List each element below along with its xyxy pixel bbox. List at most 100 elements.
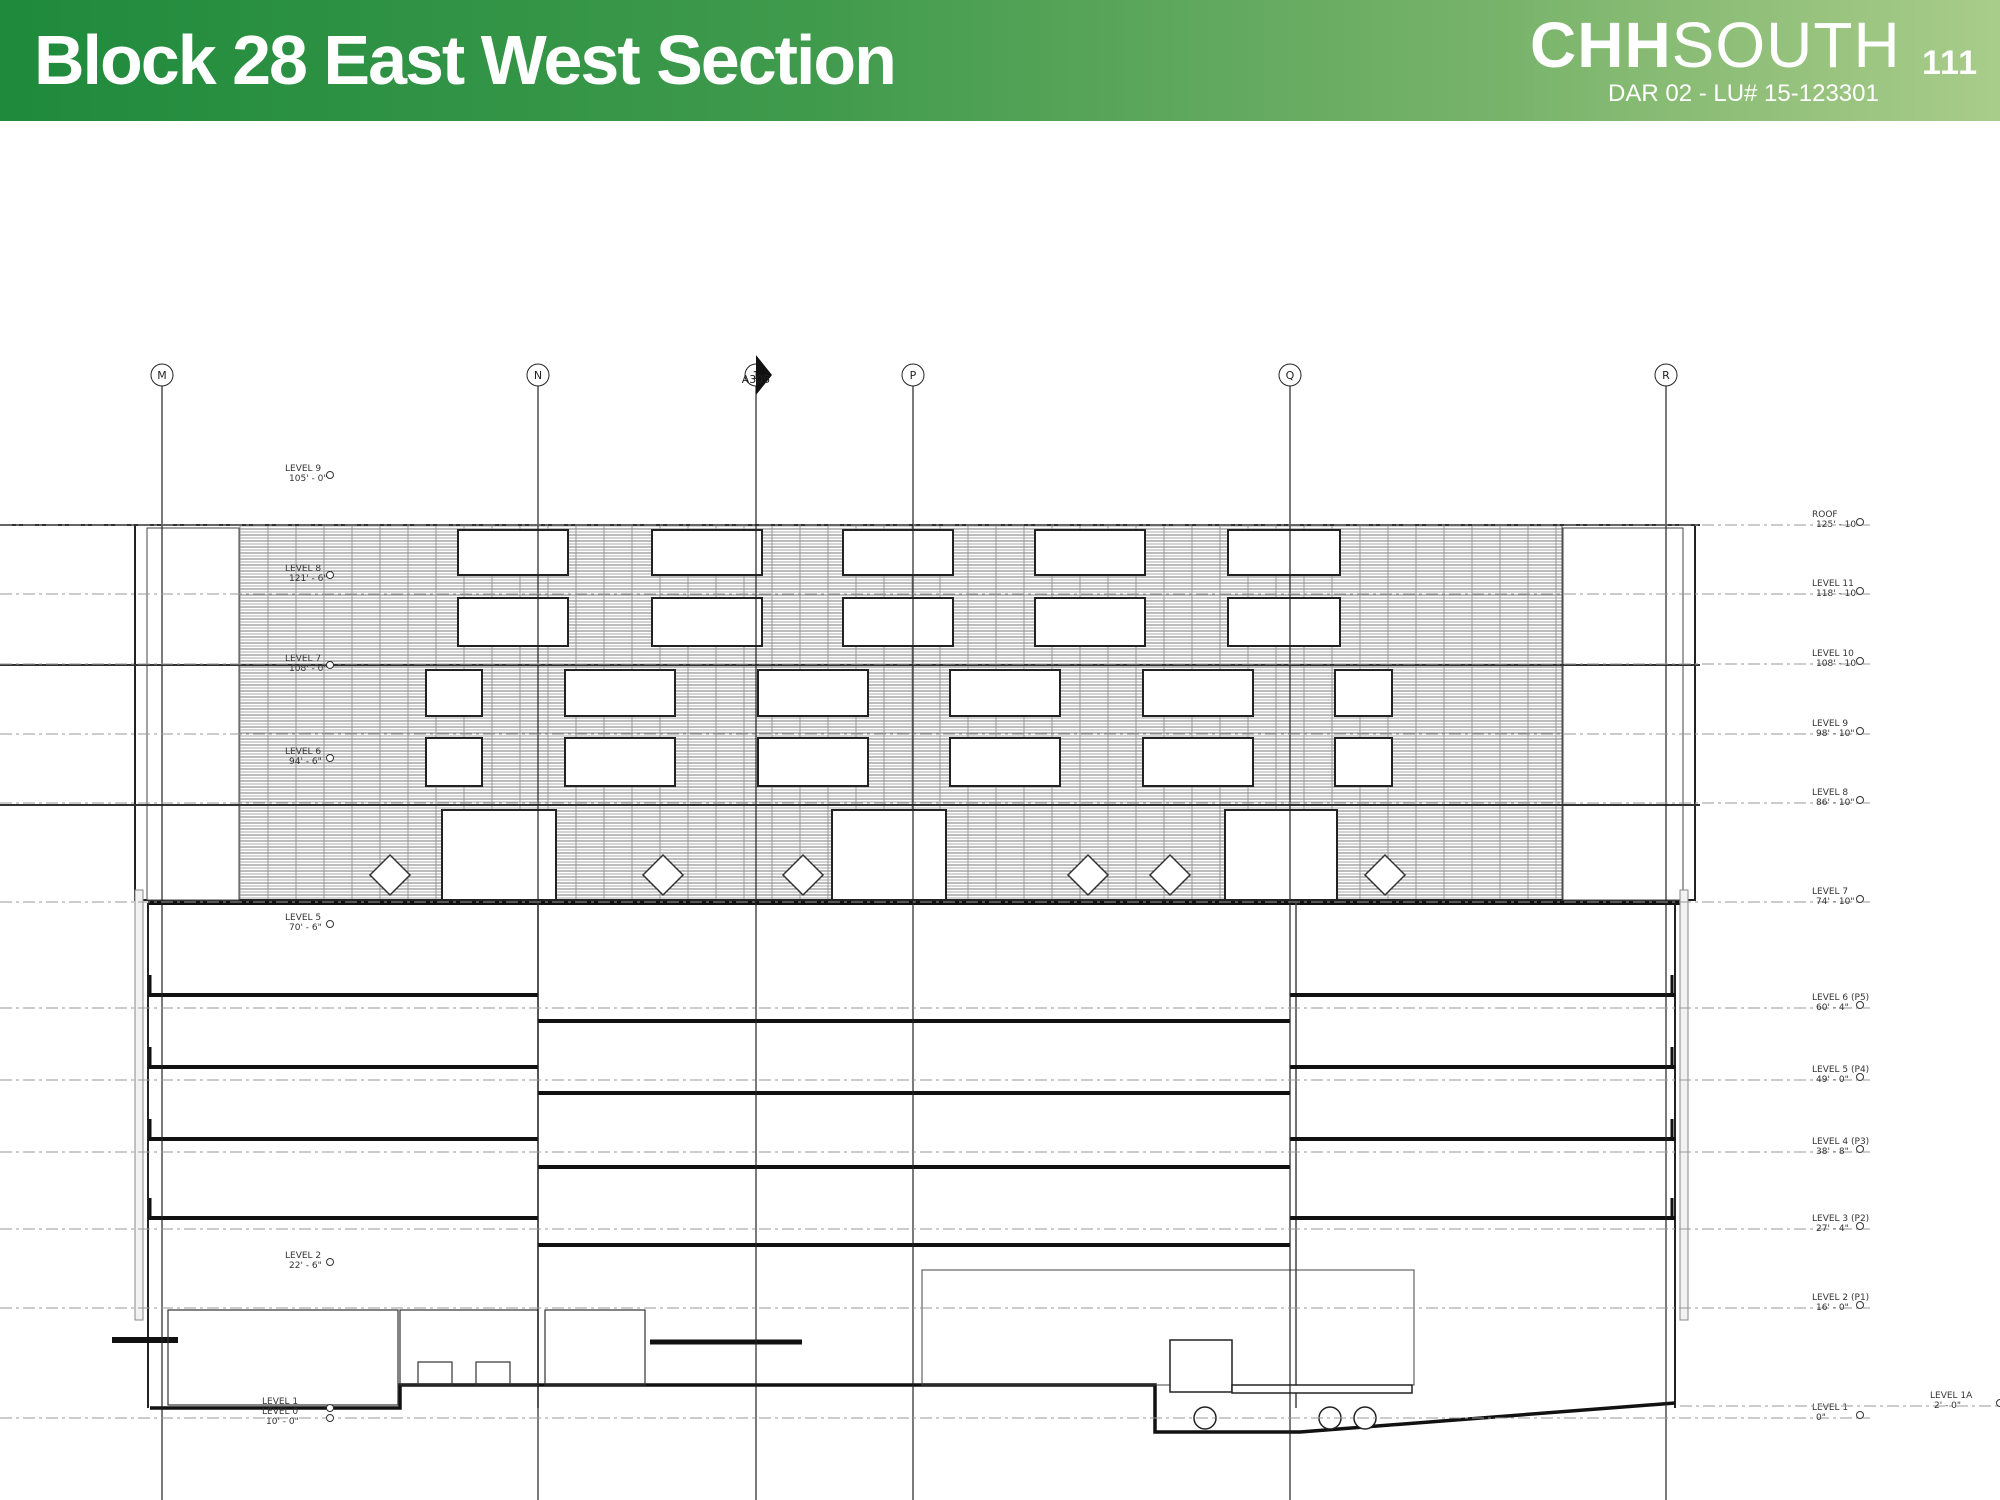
level-name: LEVEL 7 bbox=[1812, 887, 1848, 897]
level-elevation: 49' - 0" bbox=[1816, 1075, 1849, 1085]
window bbox=[842, 597, 954, 647]
level-target bbox=[1856, 1001, 1864, 1009]
level-target bbox=[1856, 796, 1864, 804]
level-target bbox=[1996, 1399, 2000, 1407]
level-name: LEVEL 0 bbox=[262, 1407, 298, 1417]
podium-side-panel bbox=[1679, 889, 1689, 1321]
window bbox=[842, 529, 954, 576]
page-number: 111 bbox=[1922, 44, 1978, 82]
window bbox=[564, 669, 676, 717]
facade-end-right bbox=[1562, 527, 1684, 901]
level-target bbox=[1856, 1073, 1864, 1081]
level-elevation: 121' - 6" bbox=[289, 574, 328, 584]
brand-bold: CHH bbox=[1530, 9, 1672, 81]
level-target bbox=[326, 920, 334, 928]
level-target bbox=[326, 661, 334, 669]
gridline-bubble bbox=[1654, 363, 1678, 387]
brand-light: SOUTH bbox=[1671, 9, 1901, 81]
gridlines: MN1PQRA305 bbox=[150, 355, 1678, 1500]
window bbox=[564, 737, 676, 787]
gridline-bubble bbox=[150, 363, 174, 387]
opening bbox=[1224, 809, 1338, 901]
facade-end-left bbox=[146, 527, 240, 901]
ground-room bbox=[544, 1309, 646, 1386]
level-elevation: 60' - 4" bbox=[1816, 1003, 1849, 1013]
diamond-symbol bbox=[1066, 853, 1110, 897]
level-name: ROOF bbox=[1812, 510, 1838, 520]
level-name: LEVEL 2 bbox=[285, 1251, 321, 1261]
level-name: LEVEL 6 bbox=[285, 747, 321, 757]
diamond-symbol bbox=[368, 853, 412, 897]
window bbox=[1227, 529, 1341, 576]
level-elevation: 125' - 10" bbox=[1816, 520, 1860, 530]
gridline-label: M bbox=[157, 369, 167, 382]
level-target bbox=[1856, 895, 1864, 903]
gridline-bubble bbox=[1278, 363, 1302, 387]
level-name: LEVEL 6 (P5) bbox=[1812, 993, 1869, 1003]
gridline-bubble bbox=[901, 363, 925, 387]
level-target bbox=[326, 754, 334, 762]
level-elevation: 70' - 6" bbox=[289, 923, 322, 933]
level-name: LEVEL 4 (P3) bbox=[1812, 1137, 1869, 1147]
level-target bbox=[326, 571, 334, 579]
window bbox=[1334, 737, 1393, 787]
level-target bbox=[326, 1414, 334, 1422]
podium-side-panel bbox=[134, 889, 144, 1321]
level-target bbox=[1856, 1301, 1864, 1309]
level-target bbox=[326, 1258, 334, 1266]
ground-room bbox=[399, 1309, 539, 1386]
window bbox=[949, 669, 1061, 717]
diamond-symbol bbox=[641, 853, 685, 897]
level-elevation: 74' - 10" bbox=[1816, 897, 1855, 907]
window bbox=[757, 669, 869, 717]
level-target bbox=[1856, 587, 1864, 595]
level-name: LEVEL 5 bbox=[285, 913, 321, 923]
ground-room bbox=[167, 1309, 399, 1406]
window bbox=[1334, 669, 1393, 717]
gridline-bubble bbox=[526, 363, 550, 387]
window bbox=[949, 737, 1061, 787]
brand-logo: CHHSOUTH bbox=[1530, 12, 1901, 78]
diamond-symbol bbox=[1363, 853, 1407, 897]
diamond-symbol bbox=[1148, 853, 1192, 897]
level-elevation: 108' - 0" bbox=[289, 664, 328, 674]
truck-bed bbox=[1231, 1384, 1413, 1394]
window bbox=[1142, 669, 1254, 717]
gridline-label: P bbox=[910, 369, 917, 382]
level-target bbox=[326, 1404, 334, 1412]
level-name: LEVEL 8 bbox=[285, 564, 321, 574]
page-title: Block 28 East West Section bbox=[34, 21, 897, 99]
level-name: LEVEL 8 bbox=[1812, 788, 1848, 798]
level-elevation: 118' - 10" bbox=[1816, 589, 1860, 599]
gridline-label: Q bbox=[1286, 369, 1295, 382]
level-elevation: 0" bbox=[1816, 1413, 1826, 1423]
level-elevation: 86' - 10" bbox=[1816, 798, 1855, 808]
door bbox=[417, 1361, 453, 1386]
opening bbox=[831, 809, 947, 901]
level-name: LEVEL 2 (P1) bbox=[1812, 1293, 1869, 1303]
level-elevation: 10' - 0" bbox=[266, 1417, 299, 1427]
level-name: LEVEL 9 bbox=[285, 464, 321, 474]
level-target bbox=[326, 471, 334, 479]
gridline-label: R bbox=[1662, 369, 1670, 382]
level-name: LEVEL 5 (P4) bbox=[1812, 1065, 1869, 1075]
window bbox=[757, 737, 869, 787]
level-elevation: 27' - 4" bbox=[1816, 1224, 1849, 1234]
window bbox=[425, 737, 483, 787]
level-name: LEVEL 1 bbox=[1812, 1403, 1848, 1413]
level-target bbox=[1856, 1145, 1864, 1153]
level-target bbox=[1856, 518, 1864, 526]
window bbox=[651, 597, 763, 647]
level-elevation: 105' - 0" bbox=[289, 474, 328, 484]
level-target bbox=[1856, 727, 1864, 735]
door bbox=[475, 1361, 511, 1386]
opening bbox=[441, 809, 557, 901]
level-elevation: 22' - 6" bbox=[289, 1261, 322, 1271]
window bbox=[457, 529, 569, 576]
window bbox=[1034, 529, 1146, 576]
level-elevation: 98' - 10" bbox=[1816, 729, 1855, 739]
window bbox=[1227, 597, 1341, 647]
diamond-symbol bbox=[781, 853, 825, 897]
document-reference: DAR 02 - LU# 15-123301 bbox=[1608, 80, 1879, 107]
